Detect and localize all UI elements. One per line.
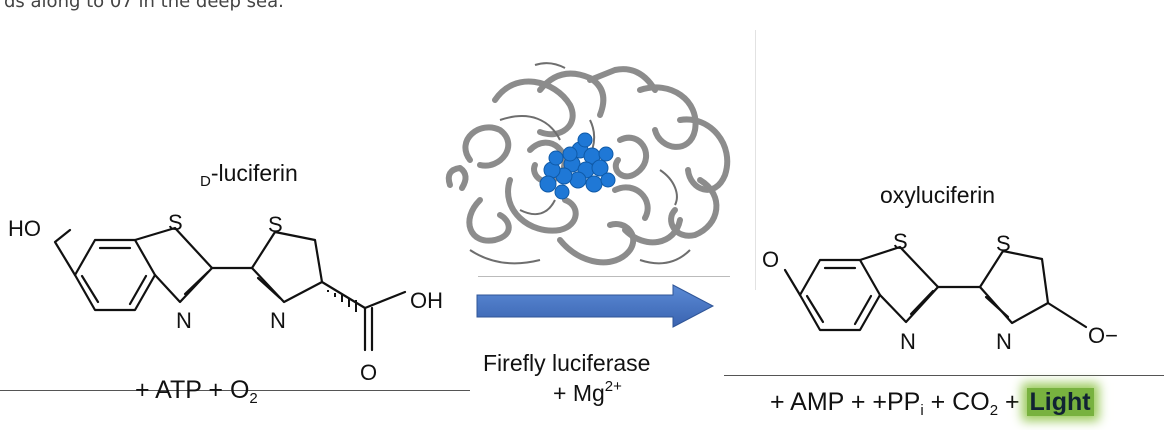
atom-s2: S (268, 212, 283, 237)
divider-middle (478, 276, 730, 277)
ppi-subscript: i (920, 402, 924, 419)
atom-n4: N (996, 329, 1012, 354)
d-prefix: D (200, 173, 211, 190)
atom-n3: N (900, 329, 916, 354)
atom-n1: N (176, 308, 192, 333)
atom-oh: OH (410, 288, 443, 313)
divider-left (0, 390, 470, 391)
mg-charge: 2+ (604, 378, 622, 395)
enzyme-name: Firefly luciferase (483, 350, 651, 376)
atom-s3: S (893, 229, 908, 254)
top-cutoff-text: ds along to 07 in the deep sea. (4, 0, 284, 12)
products-extra: + AMP + +PPi + CO2 + Light (770, 388, 1094, 419)
reactants-extra: + ATP + O2 (135, 376, 258, 407)
luciferase-protein-image (445, 62, 731, 266)
light-highlight: Light (1026, 388, 1094, 416)
o2-subscript: 2 (249, 390, 258, 407)
d-luciferin-label: D-luciferin (200, 160, 298, 190)
oxyluciferin-label: oxyluciferin (880, 182, 996, 208)
mg-text: + Mg (553, 380, 605, 406)
luciferin-text: -luciferin (210, 160, 298, 186)
atom-s1: S (168, 210, 183, 235)
atom-ho: HO (8, 216, 41, 241)
d-luciferin-structure: HO S N S N OH O (8, 210, 443, 385)
products-text-2: + CO (923, 388, 990, 416)
reactants-text: + ATP + O (135, 376, 250, 404)
atom-o-minus: O− (1088, 323, 1118, 348)
atom-o-left: O (762, 247, 779, 272)
products-text-1: + AMP + +PP (770, 388, 921, 416)
co2-subscript: 2 (989, 402, 999, 419)
atom-s4: S (996, 231, 1011, 256)
products-text-3: + (998, 388, 1027, 416)
mg-cofactor: + Mg2+ (553, 378, 622, 407)
oxyluciferin-structure: O S N S N O− (762, 229, 1118, 354)
atom-n2: N (270, 308, 286, 333)
reaction-arrow (476, 284, 715, 328)
divider-vertical (755, 30, 756, 290)
divider-right (724, 375, 1164, 376)
atom-o: O (360, 360, 377, 385)
